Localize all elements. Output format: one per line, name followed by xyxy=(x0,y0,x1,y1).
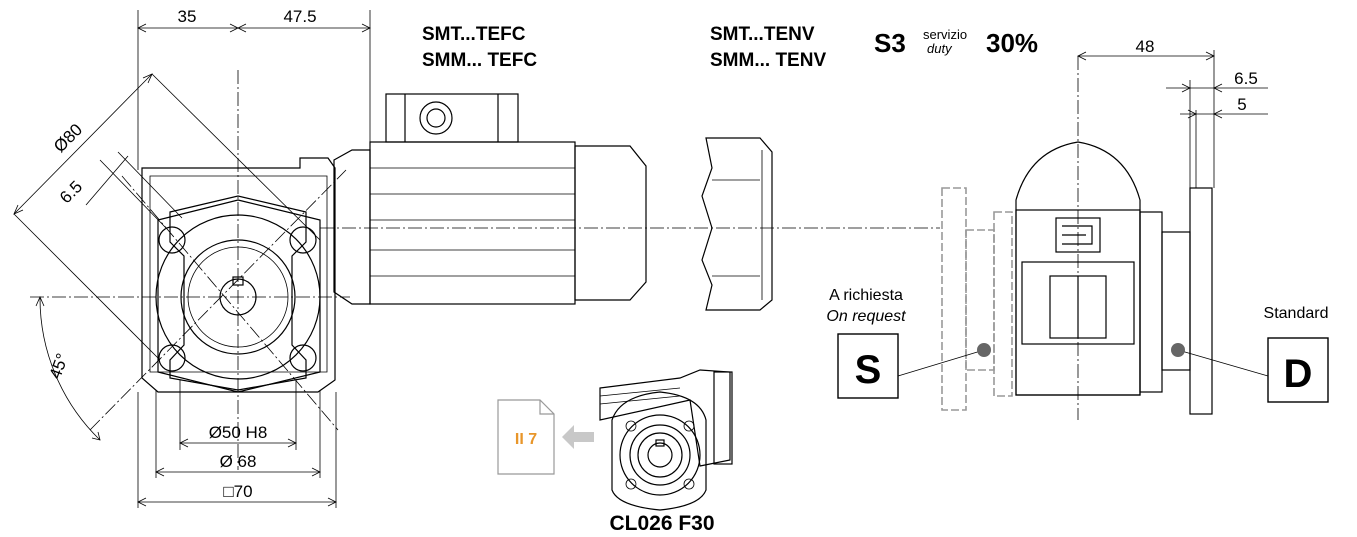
dim-6-5-right: 6.5 xyxy=(1234,69,1258,88)
dim-35: 35 xyxy=(178,7,197,26)
badge-d: D xyxy=(1284,352,1313,396)
reference-view xyxy=(599,369,733,511)
front-view xyxy=(13,10,371,508)
badge-d-box xyxy=(1267,337,1329,403)
duty-servizio: servizio xyxy=(923,27,967,42)
mount-point-d xyxy=(1171,343,1185,357)
duty-s3: S3 xyxy=(874,28,906,58)
side-view xyxy=(897,50,1269,420)
label-on-request: On request xyxy=(826,308,906,325)
arrow-left-icon xyxy=(562,425,594,449)
page-document-icon xyxy=(497,399,555,475)
label-smt-tenv: SMT...TENV xyxy=(710,24,815,45)
model-label: CL026 F30 xyxy=(609,512,714,535)
page-ref-text: II 7 xyxy=(515,431,537,448)
dim-square-70: □70 xyxy=(223,482,252,501)
dim-48: 48 xyxy=(1136,37,1155,56)
dim-diameter-80: Ø80 xyxy=(50,120,86,156)
duty-duty: duty xyxy=(927,41,953,56)
badge-s-box xyxy=(837,333,899,399)
label-standard: Standard xyxy=(1264,305,1329,322)
label-smt-tefc: SMT...TEFC xyxy=(422,24,526,45)
duty-percent: 30% xyxy=(986,28,1038,58)
dim-6-5-left: 6.5 xyxy=(56,177,86,207)
dim-diameter-50-h8: Ø50 H8 xyxy=(209,423,268,442)
label-a-richiesta: A richiesta xyxy=(829,287,903,304)
badge-s: S xyxy=(855,348,882,392)
mount-point-s xyxy=(977,343,991,357)
label-smm-tenv: SMM... TENV xyxy=(710,50,826,71)
motor-view xyxy=(320,93,940,311)
dim-47-5: 47.5 xyxy=(283,7,316,26)
dim-5: 5 xyxy=(1237,95,1246,114)
dim-angle-45: 45° xyxy=(46,351,73,382)
dim-diameter-68: Ø 68 xyxy=(220,452,257,471)
label-smm-tefc: SMM... TEFC xyxy=(422,50,537,71)
